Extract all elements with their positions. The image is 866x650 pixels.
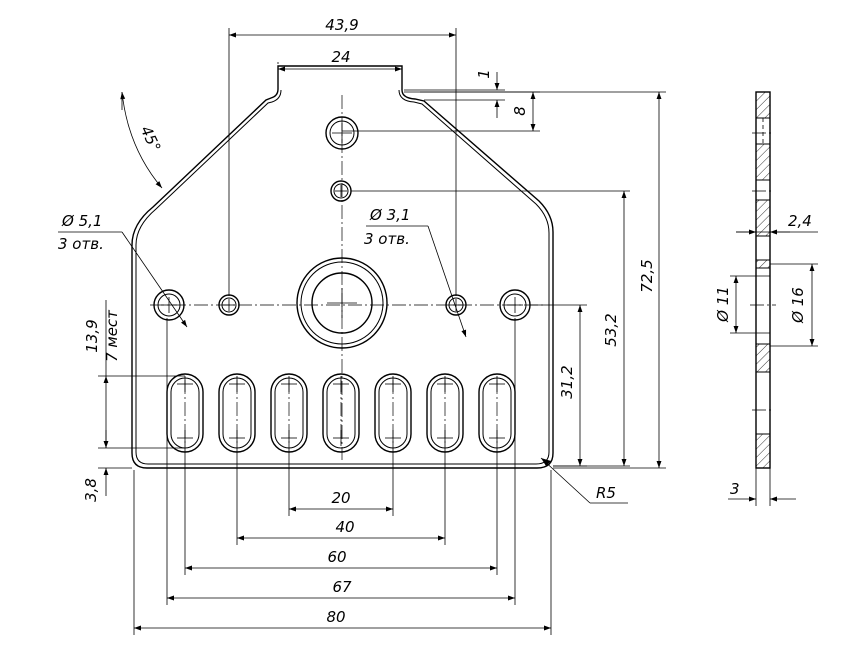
central-boss-ring — [300, 261, 384, 345]
central-boss-outer — [296, 257, 388, 349]
dim-hole-row-height: 31,2 — [558, 365, 576, 398]
side-dimensions: 2,4 Ø 11 Ø 16 3 — [714, 212, 818, 506]
dim-total-height: 72,5 — [638, 259, 656, 292]
dim-boss-outer-dia: Ø 16 — [789, 287, 807, 324]
dim-tab-height: 8 — [511, 106, 529, 116]
dim-span-40: 40 — [335, 518, 354, 536]
dim-side-thickness: 2,4 — [788, 212, 812, 230]
left-large-hole — [153, 289, 185, 321]
label-big-hole-count: 3 отв. — [58, 235, 104, 253]
central-bore — [311, 272, 373, 334]
dim-span-80: 80 — [326, 608, 345, 626]
dim-notch-depth: 1 — [475, 69, 493, 79]
right-small-hole — [445, 294, 467, 316]
dim-plate-thickness: 3 — [730, 480, 740, 498]
dim-corner-radius: R5 — [596, 484, 616, 502]
slot — [426, 373, 464, 453]
slot — [218, 373, 256, 453]
top-hole — [325, 116, 359, 150]
slots — [166, 373, 516, 453]
dim-top-width: 43,9 — [325, 16, 358, 34]
dim-span-60: 60 — [327, 548, 346, 566]
plate-outline-inner — [135, 89, 550, 465]
dim-center-height: 53,2 — [602, 313, 620, 346]
dim-chamfer-angle: 45° — [137, 123, 165, 155]
dim-slot-count: 7 мест — [103, 309, 121, 362]
slot — [478, 373, 516, 453]
dim-boss-inner-dia: Ø 11 — [714, 286, 732, 323]
label-small-hole-dia: Ø 3,1 — [369, 206, 410, 224]
upper-small-hole — [330, 180, 352, 202]
dim-bottom-offset: 3,8 — [82, 478, 100, 502]
label-big-hole-dia: Ø 5,1 — [61, 212, 102, 230]
dim-span-67: 67 — [332, 578, 352, 596]
dim-slot-length: 13,9 — [83, 319, 101, 352]
slot — [166, 373, 204, 453]
label-small-hole-count: 3 отв. — [364, 230, 410, 248]
slot — [322, 373, 360, 453]
dim-tab-width: 24 — [331, 48, 350, 66]
slot — [270, 373, 308, 453]
left-small-hole — [218, 294, 240, 316]
side-view — [750, 91, 776, 469]
right-large-hole — [499, 289, 531, 321]
plate-outline — [131, 65, 554, 469]
dim-span-20: 20 — [331, 489, 350, 507]
front-view — [131, 65, 554, 469]
slot — [374, 373, 412, 453]
